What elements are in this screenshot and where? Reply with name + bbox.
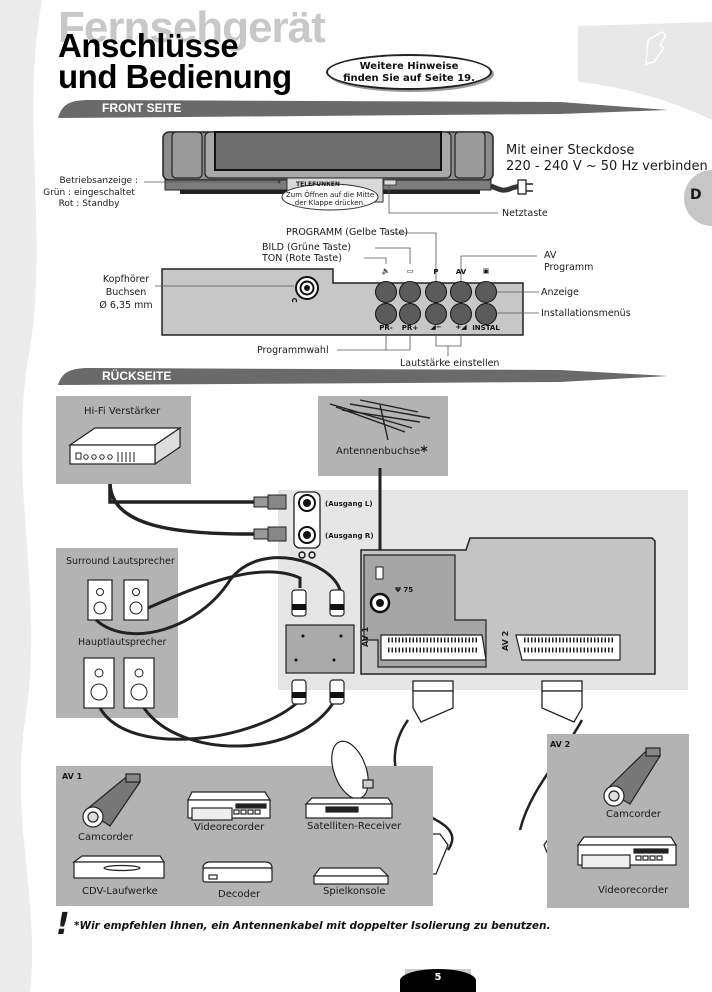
picture-icon: ▭: [406, 267, 414, 275]
note-line-1: Weitere Hinweise: [359, 61, 459, 72]
av2-camcorder-label: Camcorder: [606, 809, 662, 820]
power-switch-label: Netztaste: [502, 208, 548, 219]
footnote: *Wir empfehlen Ihnen, ein Antennenkabel …: [74, 920, 551, 932]
button-label-av: AV: [455, 268, 467, 276]
warning-icon: !: [56, 907, 70, 942]
button-label-p: P: [433, 268, 439, 276]
button-label-pr-minus: PR-: [379, 324, 393, 332]
av2-videorecorder-label: Videorecorder: [598, 885, 669, 896]
av1-decoder-label: Decoder: [218, 889, 261, 900]
camcorder-icon: [603, 747, 661, 807]
camcorder-icon: [82, 773, 141, 828]
ton-key-label: TON (Rote Taste): [262, 253, 342, 264]
indicator-line-2: Grün : eingeschaltet: [43, 187, 135, 198]
satellite-receiver-icon: [304, 740, 394, 819]
volume-up-icon: +◢: [455, 323, 467, 331]
hifi-label: Hi-Fi Verstärker: [84, 406, 161, 417]
output-right-label: (Ausgang R): [325, 532, 374, 540]
power-line-2: 220 - 240 V ~ 50 Hz verbinden: [506, 159, 708, 174]
av2-device-panel: [547, 734, 689, 908]
installation-menu-label: Installationsmenüs: [541, 308, 631, 319]
indicator-line-3: Rot : Standby: [58, 199, 120, 209]
volume-down-button[interactable]: [425, 303, 447, 325]
av-line-2: Programm: [544, 262, 594, 273]
pr-minus-button[interactable]: [375, 303, 397, 325]
av-programm-label: AV Programm: [544, 250, 593, 274]
flap-line-1: Zum Öffnen auf die Mitte: [286, 191, 375, 199]
button-label-pr-plus: PR+: [401, 324, 419, 332]
av-line-1: AV: [544, 250, 557, 261]
programm-key-label: PROGRAMM (Gelbe Taste): [286, 227, 409, 238]
anzeige-label: Anzeige: [541, 287, 579, 298]
power-line-1: Mit einer Steckdose: [506, 143, 635, 158]
speaker-icon: 🔈: [381, 267, 391, 275]
volume-down-icon: ◢−: [430, 323, 442, 331]
videorecorder-icon: [576, 836, 678, 869]
pr-plus-button[interactable]: [399, 303, 421, 325]
antenna-label: Antennenbuchse*: [336, 444, 428, 460]
surround-label: Surround Lautsprecher: [66, 556, 175, 567]
title-line-2: und Bedienung: [58, 58, 292, 95]
antenna-asterisk: *: [420, 444, 428, 460]
antenna-jack-label: Ψ 75: [395, 586, 414, 594]
av1-satellite-receiver-label: Satelliten-Receiver: [307, 821, 402, 832]
headphone-line-1: Kopfhörer: [102, 274, 150, 285]
ton-button[interactable]: [375, 281, 397, 303]
main-speaker-label: Hauptlautsprecher: [78, 637, 167, 648]
av2-panel-label: AV 2: [550, 740, 571, 749]
volume-up-button[interactable]: [450, 303, 472, 325]
power-instruction: Mit einer Steckdose 220 - 240 V ~ 50 Hz …: [506, 143, 708, 175]
language-tab: D: [690, 187, 702, 203]
instal-button[interactable]: [475, 303, 497, 325]
indicator-legend: Betriebsanzeige : Grün : eingeschaltet R…: [34, 176, 144, 211]
display-icon: ▣: [482, 267, 490, 275]
av1-camcorder-label: Camcorder: [78, 832, 134, 843]
output-left-label: (Ausgang L): [325, 500, 373, 508]
flap-line-2: der Klappe drücken.: [294, 199, 366, 207]
decoder-icon: [202, 861, 273, 883]
ghost-title: Fernsehgerät: [58, 3, 326, 52]
brand-logo: TELEFUNKEN: [296, 181, 340, 188]
reference-note: Weitere Hinweise finden Sie auf Seite 19…: [326, 54, 492, 90]
av1-cdv-label: CDV-Laufwerke: [82, 886, 158, 897]
av1-videorecorder-label: Videorecorder: [194, 822, 265, 833]
bild-button[interactable]: [399, 281, 421, 303]
speaker-panel: [56, 548, 178, 718]
antenna-label-text: Antennenbuchse: [336, 446, 421, 457]
title-line-1: Anschlüsse: [58, 27, 239, 64]
section-front: FRONT SEITE: [102, 101, 182, 115]
videorecorder-icon: [187, 791, 272, 821]
av-button[interactable]: [450, 281, 472, 303]
button-label-instal: INSTAL: [472, 324, 500, 332]
headphone-label: Kopfhörer Buchsen Ø 6,35 mm: [86, 273, 166, 312]
headphone-line-2: Buchsen: [105, 287, 147, 298]
section-back: RÜCKSEITE: [102, 369, 172, 383]
flap-instruction: Zum Öffnen auf die Mitte der Klappe drüc…: [286, 191, 374, 207]
bild-key-label: BILD (Grüne Taste): [262, 242, 352, 253]
page-title: Anschlüsse und Bedienung: [58, 27, 292, 95]
page-number: 5: [400, 969, 476, 992]
programmwahl-label: Programmwahl: [257, 345, 329, 356]
programm-button[interactable]: [425, 281, 447, 303]
av1-game-console-label: Spielkonsole: [323, 886, 386, 897]
anzeige-button[interactable]: [475, 281, 497, 303]
note-line-2: finden Sie auf Seite 19.: [343, 73, 475, 84]
av1-panel-label: AV 1: [62, 772, 83, 781]
indicator-line-1: Betriebsanzeige :: [59, 176, 138, 186]
cdv-player-icon: [72, 855, 166, 879]
lautstaerke-label: Lautstärke einstellen: [400, 358, 500, 369]
game-console-icon: [312, 867, 390, 885]
headphone-line-3: Ø 6,35 mm: [99, 300, 153, 311]
